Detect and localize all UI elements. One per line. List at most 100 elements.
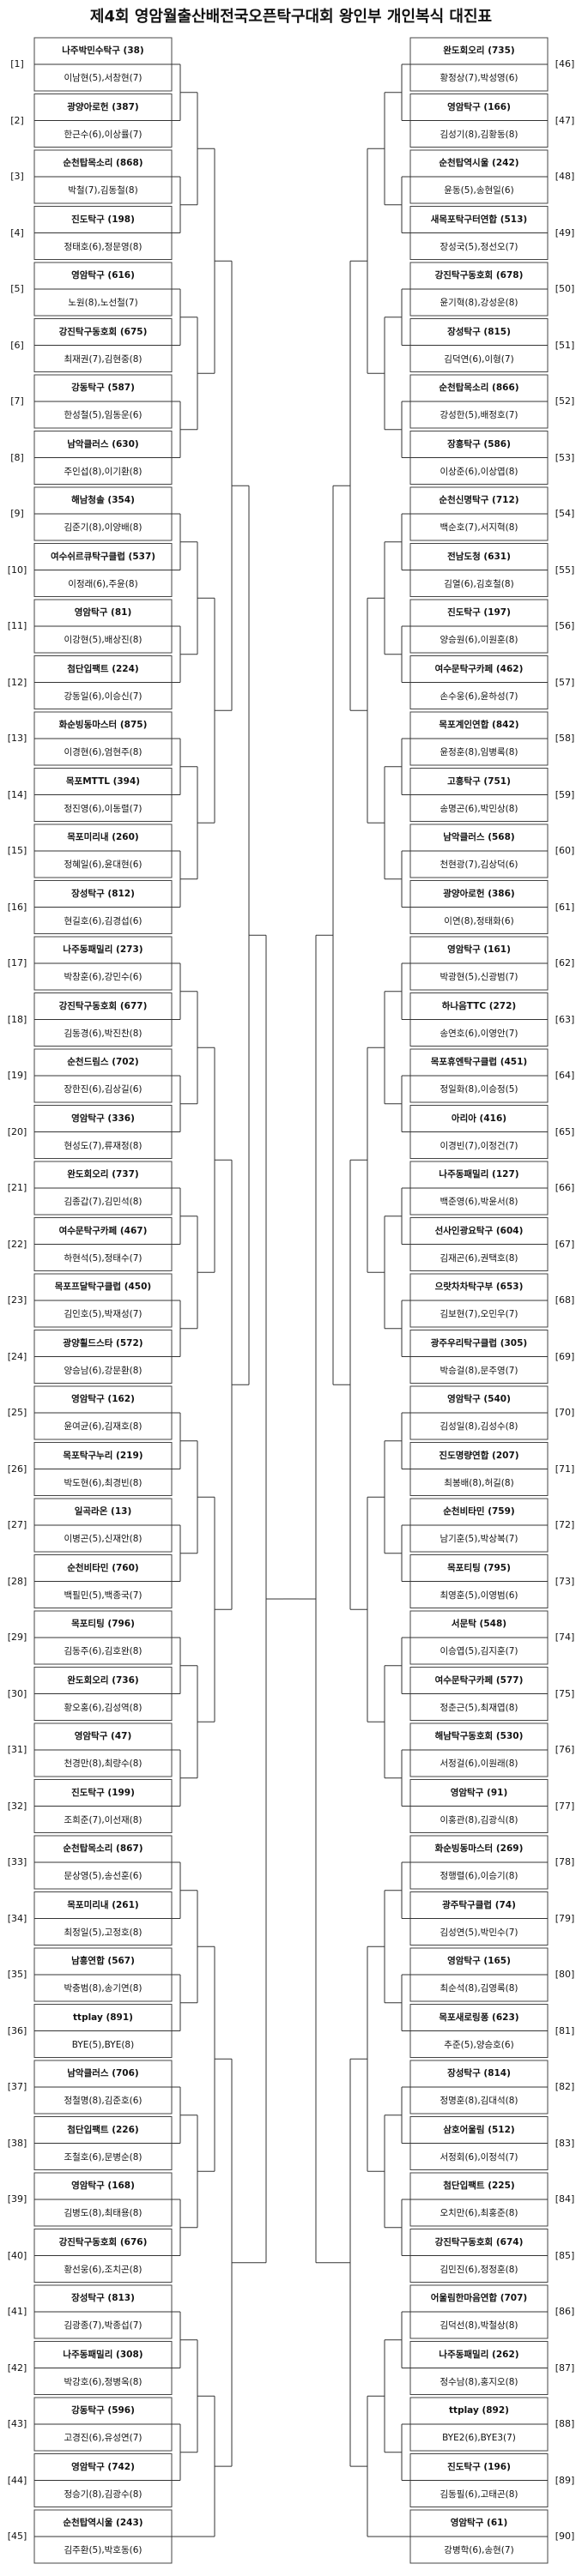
team-name: 목포MTTL (394) [65,775,141,787]
team-players: 김보현(7),오민우(7) [440,1309,518,1319]
team-players: 강병학(6),송현(7) [444,2545,514,2555]
team-players: 노원(8),노선철(7) [68,298,138,308]
seed-number: [90] [555,2531,575,2542]
page-title: 제4회 영암월출산배전국오픈탁구대회 왕인부 개인복식 대진표 [89,8,493,26]
seed-number: [4] [10,226,24,238]
team-players: 정춘근(5),최재엽(8) [440,1702,518,1713]
team-name: 순천신명탁구 (712) [439,495,519,505]
seed-number: [1] [10,58,24,69]
team-name: 고흥탁구 (751) [447,775,511,787]
team-name: 목포미리내 (260) [67,832,139,842]
seed-number: [37] [7,2081,27,2092]
team-players: 박승걸(8),문주영(7) [440,1365,518,1376]
team-name: 여수쉬르큐탁구클럽 (537) [50,551,156,562]
seed-number: [88] [555,2418,575,2429]
team-players: 현길호(6),김경섭(6) [64,915,142,926]
team-name: 장흥탁구 (586) [447,438,511,449]
team-players: 박창훈(6),강민수(6) [64,972,142,982]
seed-number: [66] [555,1182,575,1193]
team-name: 목포프달탁구클럽 (450) [54,1282,152,1292]
team-players: 최정일(5),고정호(8) [64,1927,142,1938]
team-players: 남기훈(5),박상복(7) [440,1534,518,1544]
team-players: 김성연(5),박민수(7) [440,1927,518,1938]
team-name: 새목포탁구터연합 (513) [430,214,528,225]
team-name: 완도회오리 (737) [67,1169,139,1179]
team-players: 김종갑(7),김민석(8) [64,1197,142,1207]
team-name: 해남탁구동호회 (530) [434,1731,524,1741]
team-players: 박광현(5),신광범(7) [440,972,518,982]
team-name: 장성탁구 (812) [71,888,135,899]
team-name: 광주탁구클럽 (74) [442,1899,516,1910]
team-players: 주인섭(8),이기환(8) [64,466,142,477]
team-name: 첨단입팩트 (225) [443,2181,515,2191]
team-players: 이병곤(5),신재안(8) [64,1534,142,1544]
team-players: 김인호(5),박재성(7) [64,1309,142,1319]
seed-number: [14] [7,788,27,800]
seed-number: [46] [555,58,575,69]
team-name: 영암탁구 (61) [450,2518,508,2528]
seed-number: [48] [555,171,575,182]
team-name: 순천탑목소리 (868) [63,158,143,168]
team-players: 장한진(6),김상길(6) [64,1084,142,1095]
seed-number: [47] [555,114,575,126]
team-players: 윤동(5),송현일(6) [444,185,514,196]
team-players: 정수남(8),홍지오(8) [440,2376,518,2387]
team-name: 아리아 (416) [451,1113,507,1124]
team-players: 한근수(6),이상률(7) [64,129,142,140]
team-name: 화순빙동마스터 (875) [58,720,148,730]
team-players: 양승남(6),강문환(8) [64,1365,142,1376]
team-name: 어울림한마음연합 (707) [430,2293,528,2303]
team-players: 백순호(7),서지혁(8) [440,522,518,533]
team-name: 강진탁구동호회 (677) [58,1000,148,1011]
team-name: 삼호어울림 (512) [443,2124,515,2135]
seed-number: [49] [555,226,575,238]
team-name: 광양아로헌 (386) [443,888,515,899]
seed-number: [57] [555,676,575,688]
seed-number: [65] [555,1125,575,1137]
team-name: 목포새로링퐁 (623) [439,2012,519,2023]
team-players: 황선웅(6),조치곤(8) [64,2264,142,2275]
team-players: 이남현(5),서창현(7) [64,73,142,83]
team-name: 영암탁구 (81) [74,607,132,618]
seed-number: [15] [7,845,27,856]
team-name: 하나음TTC (272) [441,1000,517,1011]
seed-number: [62] [555,957,575,968]
team-players: 강동일(6),이승신(7) [64,691,142,702]
team-name: 선사인광요탁구 (604) [434,1225,524,1236]
team-players: 천현광(7),김상덕(6) [440,860,518,870]
seed-number: [89] [555,2474,575,2486]
seed-number: [3] [10,171,24,182]
team-name: 전남도청 (631) [447,551,511,562]
team-players: 박강호(6),정병옥(8) [64,2376,142,2387]
seed-number: [22] [7,1238,27,1250]
team-players: 이연(8),정태화(6) [444,915,514,926]
team-name: ttplay (892) [449,2405,509,2416]
team-name: 강동탁구 (587) [71,383,135,393]
team-name: 나주동패밀리 (127) [439,1169,519,1179]
team-name: 순천비타민 (760) [67,1562,139,1573]
seed-number: [25] [7,1407,27,1418]
seed-number: [80] [555,1969,575,1980]
team-players: 양승원(6),이원훈(8) [440,635,518,645]
team-players: 최재권(7),김현중(8) [64,353,142,365]
seed-number: [13] [7,733,27,744]
team-players: 김덕연(6),이형(7) [444,353,514,365]
team-players: 천경만(8),최량수(8) [64,1759,142,1769]
team-name: 으랏차차탁구부 (653) [434,1282,524,1292]
seed-number: [53] [555,451,575,463]
seed-number: [27] [7,1519,27,1530]
seed-number: [38] [7,2137,27,2149]
seed-number: [24] [7,1350,27,1362]
seed-number: [60] [555,845,575,856]
seed-number: [28] [7,1575,27,1587]
seed-number: [84] [555,2193,575,2205]
seed-number: [70] [555,1407,575,1418]
team-name: 목포티팅 (796) [71,1619,135,1629]
seed-number: [67] [555,1238,575,1250]
team-players: 이경빈(7),이정건(7) [440,1140,518,1151]
team-players: 김동경(6),박진찬(8) [64,1028,142,1039]
team-players: 백필민(5),백종국(7) [64,1590,142,1601]
seed-number: [21] [7,1182,27,1193]
team-players: 정태호(6),정문영(8) [64,241,142,252]
seed-number: [6] [10,339,24,351]
